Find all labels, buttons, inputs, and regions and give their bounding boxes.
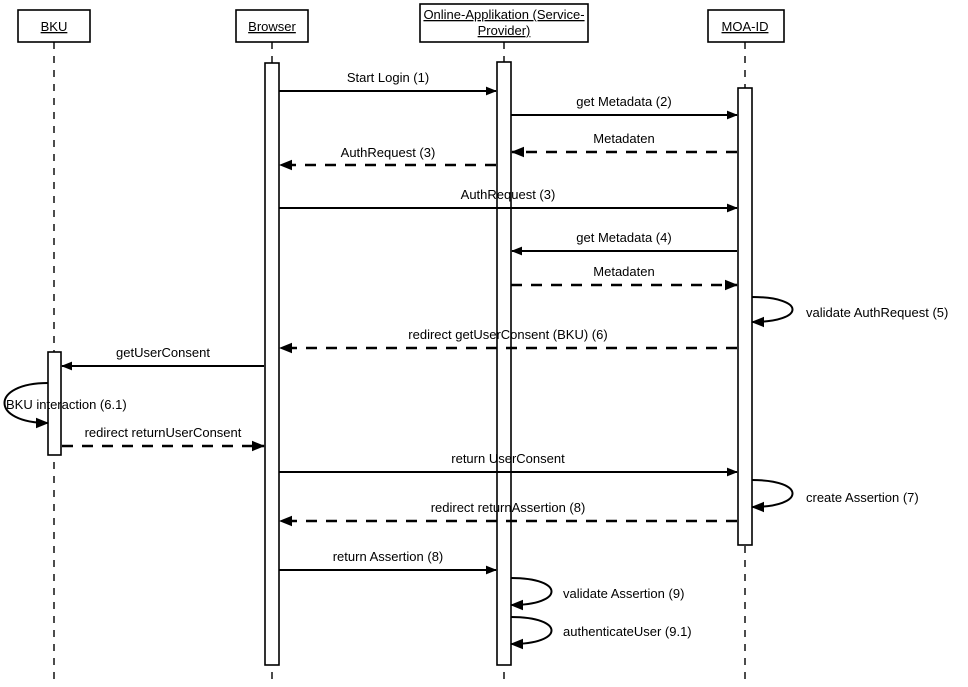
- message-label-m12: redirect returnAssertion (8): [431, 500, 586, 515]
- message-label-m10: redirect returnUserConsent: [85, 425, 242, 440]
- message-m6[interactable]: get Metadata (4): [511, 230, 737, 256]
- self-message-s3[interactable]: create Assertion (7): [751, 479, 919, 513]
- message-label-m6: get Metadata (4): [576, 230, 671, 245]
- lifeline-head-browser[interactable]: [235, 9, 309, 43]
- lifeline-head-oa[interactable]: [419, 3, 589, 43]
- lifeline-head-moaid[interactable]: [707, 9, 785, 43]
- message-label-m4: AuthRequest (3): [341, 145, 436, 160]
- self-message-curve-s4: [510, 577, 553, 611]
- message-label-m11: return UserConsent: [451, 451, 565, 466]
- message-m4[interactable]: AuthRequest (3): [279, 145, 496, 171]
- self-message-label-s5: authenticateUser (9.1): [563, 624, 692, 639]
- message-label-m13: return Assertion (8): [333, 549, 444, 564]
- lifeline-label-moaid: MOA-ID: [722, 19, 769, 34]
- message-m9[interactable]: getUserConsent: [61, 345, 264, 371]
- message-m13[interactable]: return Assertion (8): [279, 549, 497, 575]
- message-m11[interactable]: return UserConsent: [279, 451, 738, 477]
- self-message-label-s3: create Assertion (7): [806, 490, 919, 505]
- message-m3[interactable]: Metadaten: [511, 131, 737, 158]
- self-message-label-s2: BKU interaction (6.1): [6, 397, 127, 412]
- message-m2[interactable]: get Metadata (2): [511, 94, 738, 120]
- self-message-label-s4: validate Assertion (9): [563, 586, 684, 601]
- message-m12[interactable]: redirect returnAssertion (8): [279, 500, 737, 527]
- message-label-m8: redirect getUserConsent (BKU) (6): [408, 327, 607, 342]
- messages-group: Start Login (1) get Metadata (2) Metadaten…: [61, 70, 738, 575]
- message-label-m2: get Metadata (2): [576, 94, 671, 109]
- activation-bar-oa[interactable]: [496, 61, 512, 666]
- activation-bars-group: [47, 61, 753, 666]
- lifeline-label-oa: Online-Applikation (Service-: [423, 7, 584, 22]
- lifeline-label-bku: BKU: [41, 19, 68, 34]
- self-message-s4[interactable]: validate Assertion (9): [510, 577, 684, 611]
- message-label-m3: Metadaten: [593, 131, 654, 146]
- lifeline-head-bku[interactable]: [17, 9, 91, 43]
- message-m1[interactable]: Start Login (1): [279, 70, 497, 96]
- message-label-m5: AuthRequest (3): [461, 187, 556, 202]
- message-label-m1: Start Login (1): [347, 70, 429, 85]
- lifeline-bku[interactable]: BKU: [17, 9, 91, 682]
- self-message-s5[interactable]: authenticateUser (9.1): [510, 616, 692, 650]
- activation-bar-bku[interactable]: [47, 351, 62, 456]
- self-message-label-s1: validate AuthRequest (5): [806, 305, 948, 320]
- lifeline-moaid[interactable]: MOA-ID: [707, 9, 785, 682]
- message-m7[interactable]: Metadaten: [511, 264, 738, 291]
- message-label-m9: getUserConsent: [116, 345, 210, 360]
- message-label-m7: Metadaten: [593, 264, 654, 279]
- self-message-s1[interactable]: validate AuthRequest (5): [751, 296, 948, 328]
- activation-bar-browser[interactable]: [264, 62, 280, 666]
- self-message-curve-s2: [3, 382, 49, 429]
- activation-bar-moaid[interactable]: [737, 87, 753, 546]
- self-message-curve-s3: [751, 479, 794, 513]
- self-message-s2[interactable]: BKU interaction (6.1): [3, 382, 127, 429]
- self-message-curve-s5: [510, 616, 553, 650]
- message-m10[interactable]: redirect returnUserConsent: [62, 425, 265, 452]
- self-message-curve-s1: [751, 296, 794, 328]
- message-m8[interactable]: redirect getUserConsent (BKU) (6): [279, 327, 737, 354]
- self-messages-group: validate AuthRequest (5) BKU interaction …: [3, 296, 948, 650]
- message-m5[interactable]: AuthRequest (3): [279, 187, 738, 213]
- lifeline-label-browser: Browser: [248, 19, 296, 34]
- lifeline-label-oa-line2: Provider): [478, 23, 531, 38]
